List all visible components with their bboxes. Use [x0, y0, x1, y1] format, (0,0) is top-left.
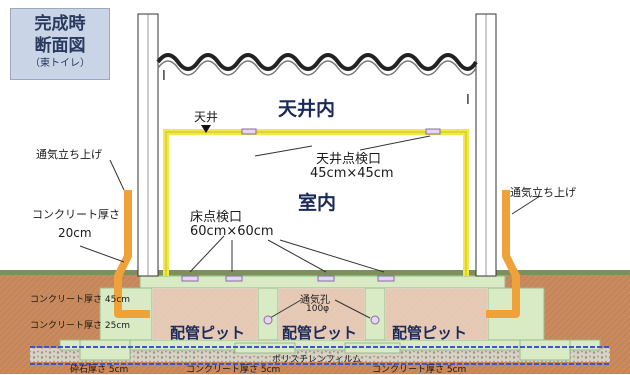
label-concrete-45: コンクリート厚さ 45cm [30, 295, 131, 305]
label-pit-1: 配管ピット [170, 324, 246, 342]
beam-mark-left: I [162, 69, 166, 84]
roof-corrugated [156, 53, 478, 71]
label-concrete-25: コンクリート厚さ 25cm [30, 321, 131, 331]
title-panel: 完成時 断面図 （東トイレ） [10, 8, 110, 80]
floor-hatch-2 [225, 275, 243, 282]
label-tenjounai: 天井内 [278, 98, 336, 120]
label-ceiling-inspection-size: 45cm×45cm [310, 166, 394, 181]
label-ceiling-inspection: 天井点検口 [316, 152, 382, 167]
beam-mark-right: I [466, 93, 470, 108]
building-walls [137, 13, 497, 277]
label-vent-left: 通気立ち上げ [36, 148, 102, 161]
label-floor-inspection: 床点検口 [190, 210, 243, 225]
floor-hatch-3 [317, 275, 335, 282]
label-floor-inspection-size: 60cm×60cm [190, 224, 274, 239]
floor-hatch-1 [181, 275, 199, 282]
grass-line [0, 270, 630, 275]
polystyrene-film [30, 346, 610, 365]
title-line-1: 完成時 [34, 14, 86, 34]
title-line-2: 断面図 [34, 36, 86, 56]
label-pit-2: 配管ピット [282, 324, 358, 342]
label-pit-3: 配管ピット [392, 324, 468, 342]
vent-pipe-left [114, 190, 150, 318]
floor-hatch-4 [377, 275, 395, 282]
label-gravel: 砕石厚さ 5cm [70, 365, 129, 375]
ceiling-hatch-left [241, 128, 257, 135]
vent-hole-left [263, 315, 273, 325]
label-vent-hole-size: 100φ [306, 304, 330, 314]
vent-hole-right [370, 315, 380, 325]
vent-pipe-right [486, 190, 520, 318]
label-tenjou: 天井 [194, 110, 219, 124]
roof-corrugated-under [157, 60, 477, 76]
label-concrete-wall: コンクリート厚さ [32, 208, 120, 221]
ceiling-marker-icon [201, 125, 211, 133]
label-shitsunai: 室内 [298, 192, 337, 214]
pointer-arrows [79, 135, 541, 319]
gravel-layer [30, 348, 610, 362]
label-concrete-wall-size: 20cm [58, 226, 92, 240]
room-frame [163, 129, 469, 276]
label-vent-right: 通気立ち上げ [510, 186, 576, 199]
label-concrete-5a: コンクリート厚さ 5cm [186, 365, 281, 375]
label-vent-hole: 通気孔 [300, 295, 330, 306]
label-concrete-5b: コンクリート厚さ 5cm [372, 365, 467, 375]
label-polyfilm: ポリスチレンフィルム [272, 355, 362, 365]
title-sub: （東トイレ） [30, 58, 90, 69]
ceiling-hatch-right [425, 128, 441, 135]
